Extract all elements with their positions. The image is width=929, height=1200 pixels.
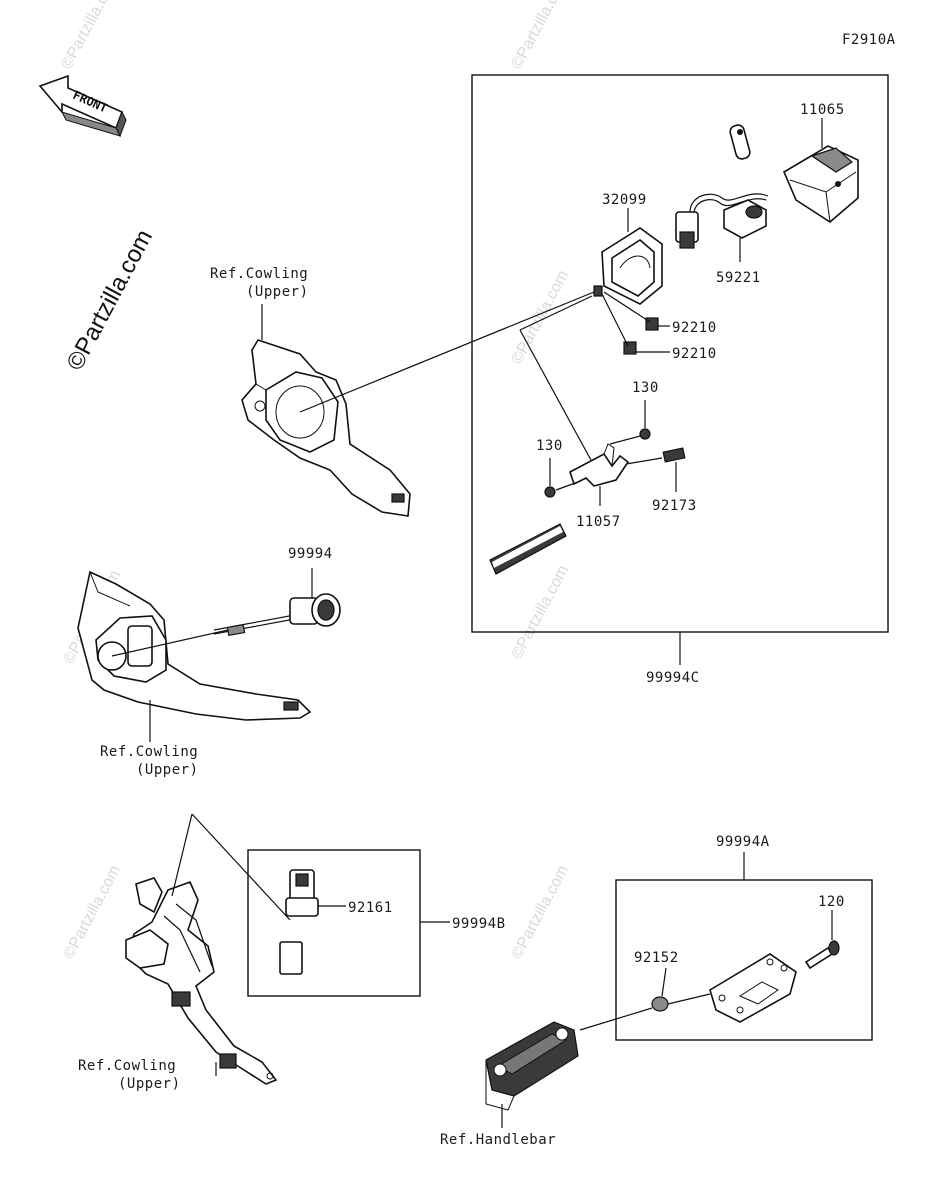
- housing-32099: [593, 227, 663, 305]
- ref-cowling-upper-2-line2: (Upper): [136, 762, 199, 778]
- cowling-upper-middle: [77, 570, 312, 721]
- clip-92210-a: [645, 317, 659, 331]
- part-label-92210-a: 92210: [672, 320, 717, 336]
- watermark: ©Partzilla.com: [509, 0, 573, 72]
- ref-cowling-upper-1-line2: (Upper): [246, 284, 309, 300]
- key-clip-icon: [729, 124, 751, 160]
- part-label-99994: 99994: [288, 546, 333, 562]
- ref-handlebar: Ref.Handlebar: [440, 1132, 556, 1148]
- cowling-stay-bracket: [125, 877, 278, 1085]
- label-sticker: [489, 523, 567, 575]
- part-label-120: 120: [818, 894, 845, 910]
- watermark: ©Partzilla.com: [509, 863, 573, 962]
- part-label-92152: 92152: [634, 950, 679, 966]
- watermarks: ©Partzilla.com ©Partzilla.com ©Partzilla…: [59, 0, 573, 962]
- ref-cowling-upper-2-line1: Ref.Cowling: [100, 744, 198, 760]
- part-label-92161: 92161: [348, 900, 393, 916]
- kit-box-99994A: [615, 879, 873, 1041]
- watermark: ©Partzilla.com: [59, 0, 123, 72]
- kit-box-99994B: [247, 849, 421, 997]
- front-arrow-icon: FRONT: [38, 74, 127, 138]
- ref-cowling-upper-3-line1: Ref.Cowling: [78, 1058, 176, 1074]
- part-label-99994A: 99994A: [716, 834, 770, 850]
- part-label-11057: 11057: [576, 514, 621, 530]
- part-label-11065: 11065: [800, 102, 845, 118]
- socket-99994: [213, 593, 341, 637]
- clip-92210-b: [623, 341, 637, 355]
- watermark: ©Partzilla.com: [509, 268, 573, 367]
- handlebar-clamp: [485, 1021, 579, 1111]
- figure-code: F2910A: [842, 32, 896, 48]
- part-label-99994B: 99994B: [452, 916, 506, 932]
- bolt-130-b: [544, 481, 579, 498]
- watermark-main: ©Partzilla.com: [61, 225, 158, 375]
- part-label-130-b: 130: [536, 438, 563, 454]
- part-label-99994C: 99994C: [646, 670, 700, 686]
- part-label-92210-b: 92210: [672, 346, 717, 362]
- part-label-92173: 92173: [652, 498, 697, 514]
- bracket-plate: [709, 953, 797, 1023]
- collar-92152: [651, 996, 669, 1012]
- bolt-120: [804, 940, 840, 970]
- part-label-32099: 32099: [602, 192, 647, 208]
- watermark: ©Partzilla.com: [61, 863, 125, 962]
- bracket-11057: [569, 443, 630, 487]
- connector-92161: [279, 869, 319, 975]
- clamp-92173: [625, 447, 686, 465]
- cowling-upper-top: [241, 339, 411, 517]
- watermark: ©Partzilla.com: [509, 563, 573, 662]
- ref-cowling-upper-1-line1: Ref.Cowling: [210, 266, 308, 282]
- cover-11065: [782, 145, 859, 223]
- bolt-130-a: [609, 428, 651, 445]
- part-label-130-a: 130: [632, 380, 659, 396]
- ref-cowling-upper-3-line2: (Upper): [118, 1076, 181, 1092]
- socket-59221: [675, 193, 769, 249]
- part-label-59221: 59221: [716, 270, 761, 286]
